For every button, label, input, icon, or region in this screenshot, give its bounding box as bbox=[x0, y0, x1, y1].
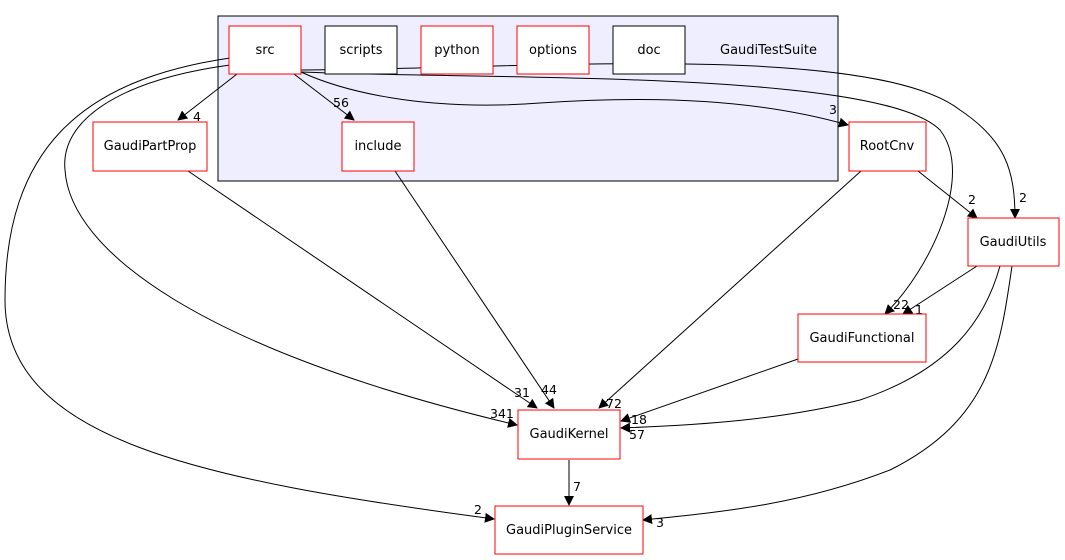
node-box bbox=[494, 505, 644, 555]
edge-weight-label: 3 bbox=[656, 515, 664, 530]
edge-weight-label: 57 bbox=[629, 427, 645, 442]
node-gaudi-plugin-service[interactable]: GaudiPluginService bbox=[494, 505, 644, 555]
edge-src-to-include[interactable]: 56 bbox=[293, 73, 355, 121]
edge-line bbox=[642, 265, 1013, 525]
node-box bbox=[92, 121, 208, 172]
edge-line bbox=[620, 265, 1001, 433]
edge-src-to-gaudi-plugin-service[interactable]: 2 bbox=[4, 57, 495, 523]
edge-weight-label: 2 bbox=[474, 502, 482, 517]
edge-line bbox=[598, 170, 862, 409]
edge-gaudi-part-prop-to-gaudi-kernel[interactable]: 31 bbox=[187, 170, 538, 409]
edge-line bbox=[187, 170, 538, 409]
edge-line bbox=[620, 358, 799, 423]
node-options[interactable]: options bbox=[516, 25, 590, 75]
node-doc[interactable]: doc bbox=[612, 25, 686, 75]
edge-weight-label: 22 bbox=[893, 297, 909, 312]
edge-line bbox=[300, 71, 849, 128]
edge-gaudi-functional-to-gaudi-kernel[interactable]: 18 bbox=[620, 358, 799, 427]
node-gaudi-utils[interactable]: GaudiUtils bbox=[967, 217, 1060, 267]
edge-line bbox=[902, 265, 978, 315]
node-label: GaudiPluginService bbox=[506, 523, 632, 538]
node-label: RootCnv bbox=[860, 139, 915, 154]
node-box bbox=[848, 121, 927, 172]
edge-gaudi-kernel-to-gaudi-plugin-service[interactable]: 7 bbox=[564, 460, 581, 506]
edge-weight-label: 2 bbox=[968, 192, 976, 207]
edge-weight-label: 2 bbox=[1019, 190, 1027, 205]
node-label: options bbox=[529, 43, 577, 58]
node-label: src bbox=[256, 43, 275, 58]
node-box bbox=[612, 25, 686, 75]
edges: 4 56 3 2 22 341 2 31 bbox=[4, 57, 1027, 530]
edge-line bbox=[293, 73, 355, 121]
node-root-cnv[interactable]: RootCnv bbox=[848, 121, 927, 172]
node-scripts[interactable]: scripts bbox=[324, 25, 398, 75]
edge-weight-label: 31 bbox=[514, 385, 530, 400]
node-box bbox=[324, 25, 398, 75]
node-gaudi-kernel[interactable]: GaudiKernel bbox=[517, 409, 621, 460]
edge-weight-label: 3 bbox=[829, 102, 837, 117]
edge-line bbox=[4, 57, 495, 523]
edge-root-cnv-to-gaudi-kernel[interactable]: 72 bbox=[598, 170, 862, 411]
node-box bbox=[797, 313, 927, 363]
node-include[interactable]: include bbox=[341, 121, 415, 172]
edge-root-cnv-to-gaudi-utils[interactable]: 2 bbox=[917, 170, 978, 219]
node-box bbox=[967, 217, 1060, 267]
edge-src-to-root-cnv[interactable]: 3 bbox=[300, 71, 849, 128]
node-label: include bbox=[354, 139, 401, 154]
edge-include-to-gaudi-kernel[interactable]: 44 bbox=[394, 170, 557, 409]
edge-weight-label: 1 bbox=[915, 302, 923, 317]
edge-line bbox=[177, 73, 238, 121]
edge-line bbox=[917, 170, 978, 219]
node-src[interactable]: src bbox=[228, 25, 302, 75]
edge-src-to-gaudi-part-prop[interactable]: 4 bbox=[177, 73, 238, 124]
edge-gaudi-utils-to-gaudi-plugin-service[interactable]: 3 bbox=[642, 265, 1013, 530]
node-box bbox=[341, 121, 415, 172]
node-label: GaudiPartProp bbox=[104, 139, 197, 154]
edge-weight-label: 72 bbox=[606, 396, 622, 411]
edge-line bbox=[64, 64, 518, 428]
edge-gaudi-utils-to-gaudi-kernel[interactable]: 57 bbox=[620, 265, 1001, 442]
cluster-label: GaudiTestSuite bbox=[720, 43, 817, 58]
node-label: GaudiUtils bbox=[980, 235, 1047, 250]
node-label: GaudiFunctional bbox=[809, 331, 914, 346]
edge-weight-label: 7 bbox=[573, 479, 581, 494]
node-gaudi-functional[interactable]: GaudiFunctional bbox=[797, 313, 927, 363]
edge-line bbox=[300, 71, 953, 315]
node-box bbox=[517, 409, 621, 460]
edge-weight-label: 44 bbox=[541, 382, 557, 397]
edge-src-to-gaudi-kernel[interactable]: 341 bbox=[64, 64, 518, 428]
edge-weight-label: 18 bbox=[631, 412, 647, 427]
node-label: python bbox=[434, 43, 479, 58]
node-label: doc bbox=[637, 43, 660, 58]
node-box bbox=[420, 25, 494, 75]
edge-weight-label: 341 bbox=[490, 406, 514, 421]
node-label: GaudiKernel bbox=[530, 427, 609, 442]
edge-weight-label: 56 bbox=[333, 95, 349, 110]
node-box bbox=[228, 25, 302, 75]
edge-weight-label: 4 bbox=[193, 109, 201, 124]
node-label: scripts bbox=[340, 43, 383, 58]
edge-gaudi-utils-to-gaudi-functional[interactable]: 1 bbox=[902, 265, 978, 317]
node-python[interactable]: python bbox=[420, 25, 494, 75]
edge-line bbox=[394, 170, 555, 409]
node-box bbox=[516, 25, 590, 75]
nodes: src scripts python options doc include G… bbox=[92, 25, 1060, 555]
node-gaudi-part-prop[interactable]: GaudiPartProp bbox=[92, 121, 208, 172]
